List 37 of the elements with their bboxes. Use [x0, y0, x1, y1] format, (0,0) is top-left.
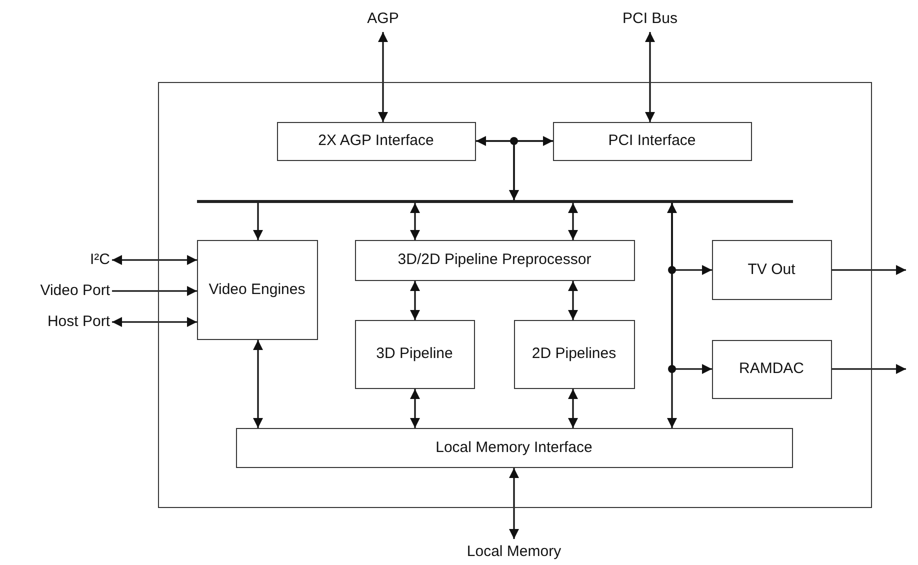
port-label: Video Port: [10, 281, 110, 301]
memory-interface-block: Local Memory Interface: [236, 428, 792, 468]
bus-label: AGP: [358, 8, 408, 30]
memory-label: Local Memory: [454, 541, 574, 563]
preprocessor-block: 3D/2D Pipeline Preprocessor: [354, 240, 634, 280]
double-arrow: [410, 203, 420, 240]
output-block: RAMDAC: [712, 340, 832, 398]
double-arrow: [568, 281, 578, 320]
double-arrow: [509, 468, 519, 539]
interface-block: 2X AGP Interface: [276, 122, 476, 160]
double-arrow: [410, 281, 420, 320]
pipeline-block: 2D Pipelines: [514, 320, 634, 388]
arrow: [832, 364, 906, 374]
arrow: [112, 286, 197, 296]
double-arrow: [667, 203, 677, 428]
double-arrow: [112, 317, 197, 327]
output-block: TV Out: [712, 240, 832, 300]
bus-label: PCI Bus: [615, 8, 685, 30]
interface-block: PCI Interface: [552, 122, 752, 160]
chip-outline: [158, 82, 872, 508]
port-label: I²C: [60, 250, 110, 270]
pipeline-block: 3D Pipeline: [354, 320, 474, 388]
double-arrow: [378, 32, 388, 122]
arrow: [253, 203, 263, 240]
arrow: [671, 203, 712, 374]
double-arrow: [476, 136, 553, 146]
internal-bus-line: [196, 200, 792, 202]
double-arrow: [253, 340, 263, 428]
arrow: [832, 265, 906, 275]
arrow: [509, 140, 553, 200]
double-arrow: [645, 32, 655, 122]
engine-block: Video Engines: [196, 240, 318, 340]
double-arrow: [112, 255, 197, 265]
double-arrow: [568, 389, 578, 428]
double-arrow: [568, 203, 578, 240]
double-arrow: [410, 389, 420, 428]
port-label: Host Port: [10, 312, 110, 332]
